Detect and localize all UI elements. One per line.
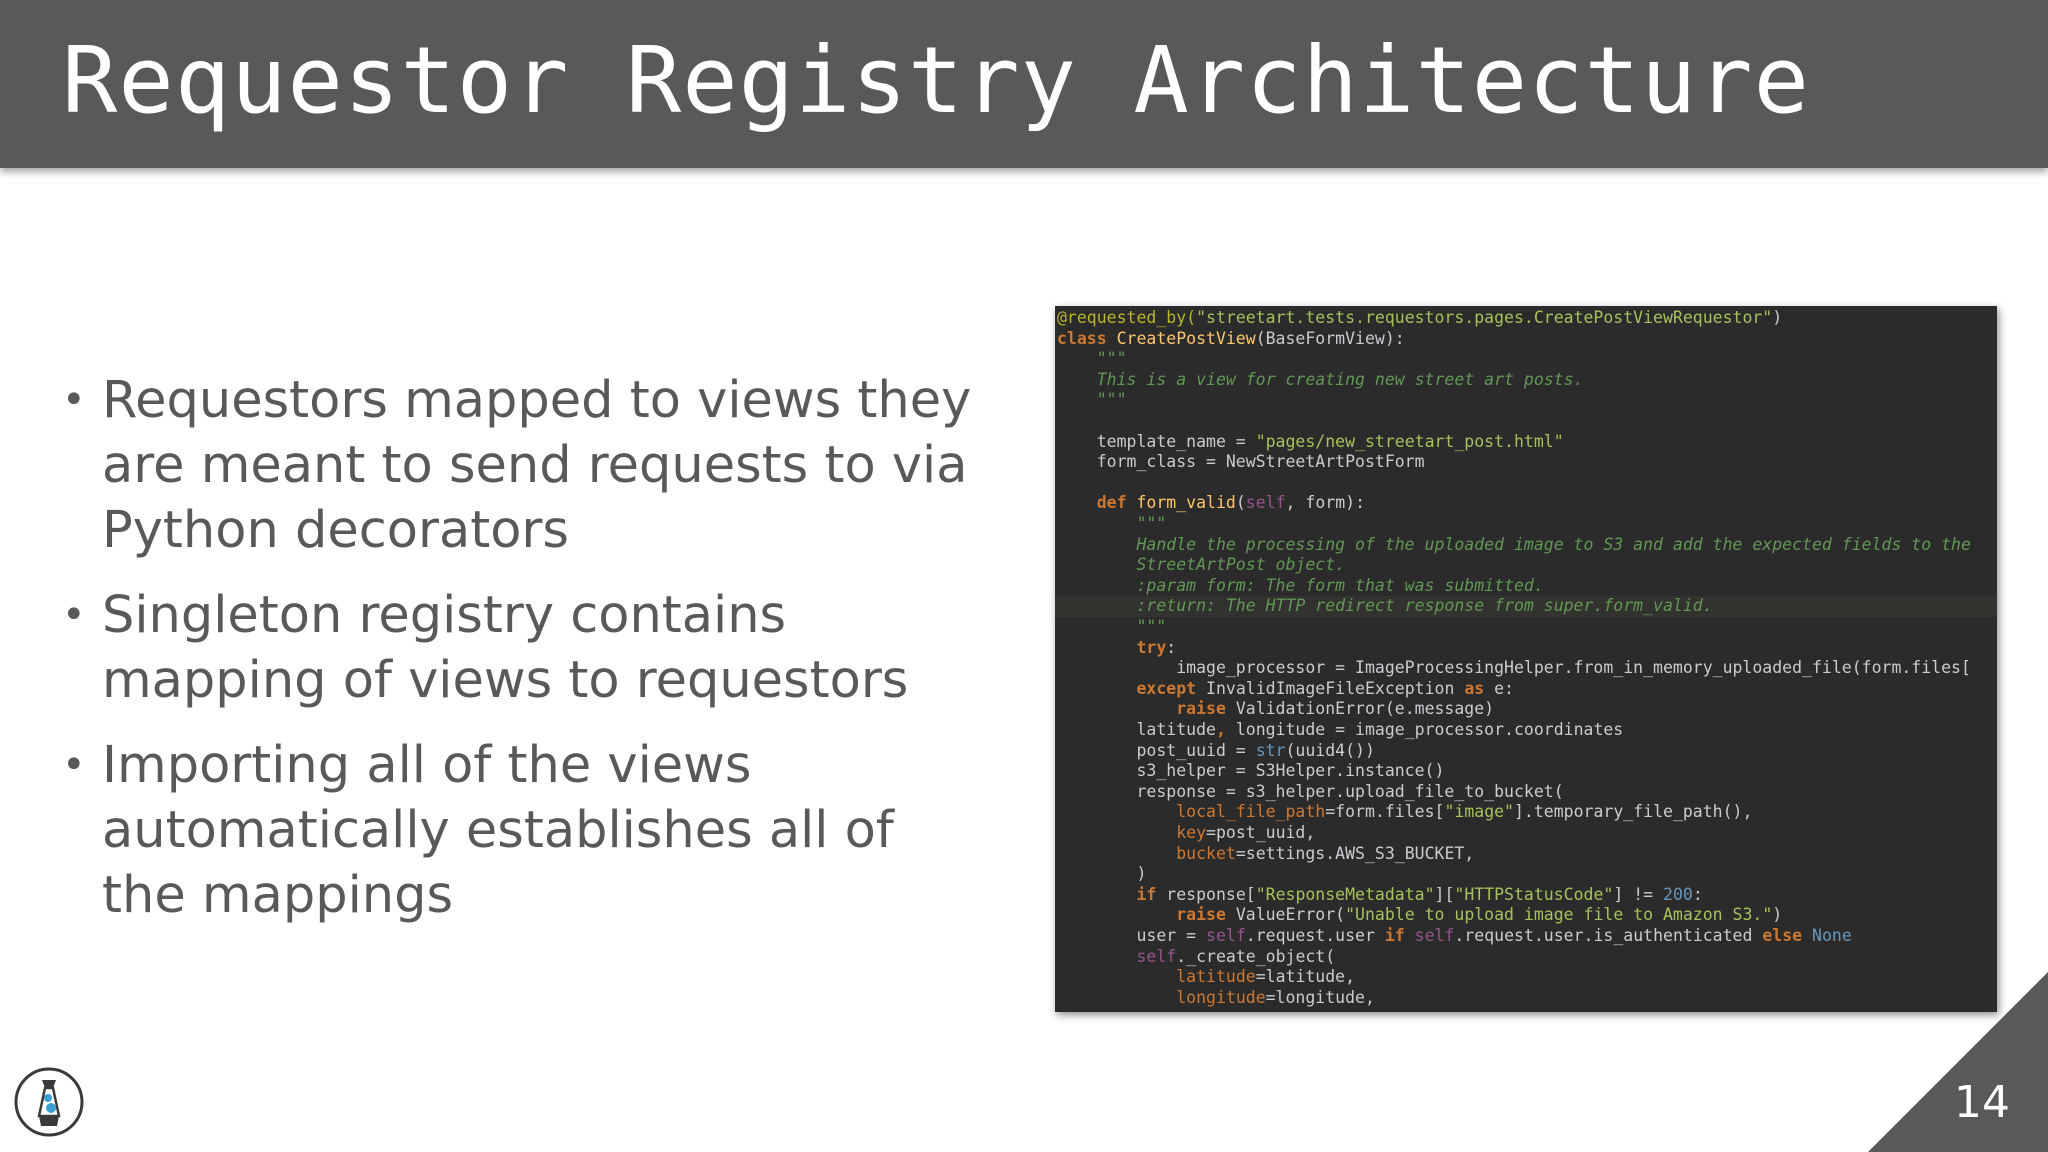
code-line: image_processor = ImageProcessingHelper.… (1057, 658, 1971, 678)
code-line: try: (1136, 637, 1177, 657)
code-line: response = s3_helper.upload_file_to_buck… (1057, 781, 1564, 801)
code-line: user = self.request.user if self.request… (1057, 926, 1852, 945)
bullet-item: • Requestors mapped to views they are mea… (62, 368, 992, 563)
code-line: raise ValueError("Unable to upload image… (1176, 905, 1783, 925)
code-line: :param form: The form that was submitted… (1057, 575, 1544, 595)
bullet-item: • Importing all of the views automaticall… (62, 733, 992, 928)
code-line: local_file_path=form.files["image"].temp… (1176, 802, 1753, 822)
bullet-marker: • (62, 742, 86, 788)
bullet-list: • Requestors mapped to views they are mea… (62, 368, 992, 948)
code-line: latitude=latitude, (1176, 967, 1356, 987)
bullet-text: Singleton registry contains mapping of v… (102, 586, 909, 710)
code-line: template_name = "pages/new_streetart_pos… (1057, 431, 1564, 451)
code-line: ) (1057, 864, 1147, 884)
code-line: class CreatePostView(BaseFormView): (1057, 328, 1405, 348)
code-line: longitude=longitude, (1176, 987, 1375, 1007)
code-line: bucket=settings.AWS_S3_BUCKET, (1176, 843, 1475, 863)
bullet-item: • Singleton registry contains mapping of … (62, 583, 992, 713)
bullet-marker: • (62, 592, 86, 638)
code-line: raise ValidationError(e.message) (1176, 699, 1495, 719)
code-line: """ (1057, 617, 1167, 636)
code-line: This is a view for creating new street a… (1057, 369, 1584, 389)
slide-title: Requestor Registry Architecture (62, 27, 1811, 134)
code-line: s3_helper = S3Helper.instance() (1057, 761, 1445, 781)
title-bar: Requestor Registry Architecture (0, 0, 2048, 168)
code-line: """ (1057, 390, 1127, 410)
code-line: StreetArtPost object. (1057, 555, 1346, 575)
code-line: self._create_object( (1136, 946, 1336, 966)
code-line: def form_valid(self, form): (1096, 493, 1366, 513)
code-line: latitude, longitude = image_processor.co… (1057, 720, 1624, 739)
code-line: if response["ResponseMetadata"]["HTTPSta… (1136, 884, 1703, 904)
code-line-highlighted: :return: The HTTP redirect response from… (1055, 596, 1997, 617)
lava-lamp-logo-icon (13, 1066, 85, 1138)
code-line: key=post_uuid, (1176, 823, 1316, 842)
page-number: 14 (1954, 1077, 2010, 1128)
code-line: except InvalidImageFileException as e: (1136, 678, 1514, 698)
code-screenshot: @requested_by("streetart.tests.requestor… (1055, 306, 1997, 1012)
code-line: """ (1057, 349, 1127, 369)
page-corner (1868, 972, 2048, 1152)
code-line: Handle the processing of the uploaded im… (1057, 534, 1971, 554)
code-line: post_uuid = str(uuid4()) (1057, 740, 1375, 760)
bullet-text: Requestors mapped to views they are mean… (102, 371, 972, 560)
bullet-marker: • (62, 377, 86, 423)
code-line: """ (1057, 514, 1167, 533)
bullet-text: Importing all of the views automatically… (102, 736, 894, 925)
code-line: form_class = NewStreetArtPostForm (1057, 452, 1425, 472)
code-line: @requested_by("streetart.tests.requestor… (1057, 308, 1783, 327)
